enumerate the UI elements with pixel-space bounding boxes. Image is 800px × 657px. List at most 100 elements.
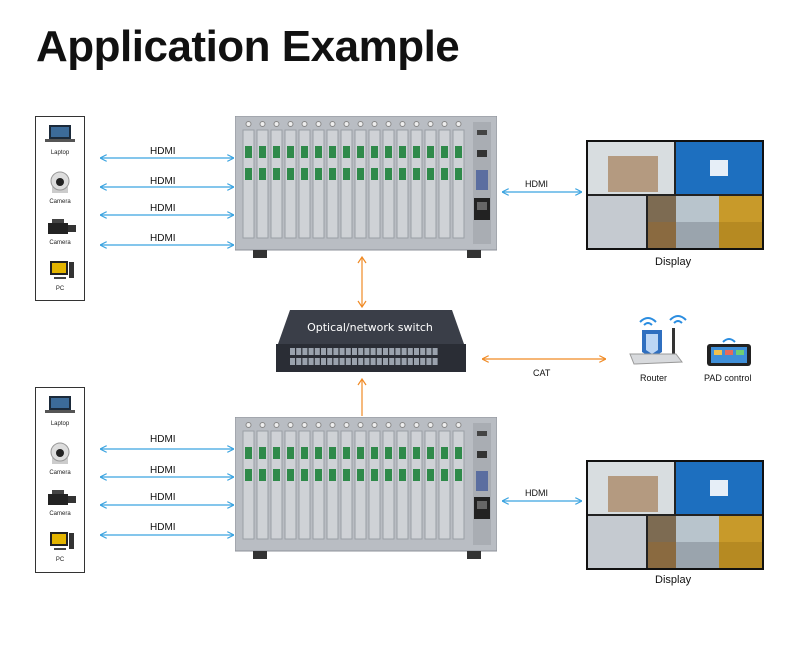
switch-port [395, 348, 401, 355]
fiber-arrow-bottom [357, 378, 367, 416]
switch-port [364, 348, 370, 355]
io-card [354, 129, 367, 239]
video-wall-display-top [586, 140, 764, 250]
network-switch [276, 310, 466, 372]
hdmi-arrows-bottom [100, 432, 234, 552]
hdmi-port [371, 469, 378, 481]
hdmi-port [413, 447, 420, 459]
screw [343, 422, 350, 428]
switch-port [345, 358, 351, 365]
io-card [340, 430, 353, 540]
hdmi-port [441, 469, 448, 481]
switch-port [432, 358, 438, 365]
hdmi-port [385, 168, 392, 180]
switch-port [401, 348, 407, 355]
screw [315, 121, 322, 127]
source-label: PC [55, 557, 65, 563]
io-card [256, 430, 269, 540]
hdmi-port [455, 168, 462, 180]
matrix-chassis-bottom [235, 417, 497, 559]
switch-port [389, 348, 395, 355]
hdmi-port [315, 469, 322, 481]
io-card [242, 129, 255, 239]
switch-port [383, 348, 388, 355]
switch-port [414, 348, 419, 355]
switch-port [352, 358, 357, 365]
cat-label: CAT [533, 368, 551, 378]
screw [385, 121, 392, 127]
io-card [410, 129, 423, 239]
hdmi-port [245, 146, 252, 158]
switch-port [426, 358, 432, 365]
camcorder-icon [36, 217, 84, 244]
hdmi-port [301, 168, 308, 180]
hdmi-port [259, 168, 266, 180]
hdmi-port [259, 146, 266, 158]
tablet-icon [707, 338, 751, 366]
io-card [270, 129, 283, 239]
screw [301, 422, 308, 428]
switch-port [327, 348, 333, 355]
io-card [438, 129, 451, 239]
router-icon [629, 315, 687, 365]
hdmi-port [385, 469, 392, 481]
hdmi-port [357, 146, 364, 158]
switch-port [321, 348, 326, 355]
matrix-chassis-top [235, 116, 497, 258]
camcorder-icon [36, 488, 84, 515]
io-card [312, 430, 325, 540]
screw [399, 422, 406, 428]
hdmi-port [357, 469, 364, 481]
fiber-arrow-top [357, 256, 367, 308]
hdmi-label: HDMI [150, 492, 176, 503]
hdmi-port [455, 146, 462, 158]
switch-port [414, 358, 419, 365]
hdmi-port [329, 469, 336, 481]
hdmi-port [259, 447, 266, 459]
hdmi-port [315, 447, 322, 459]
hdmi-port [329, 447, 336, 459]
hdmi-port [399, 168, 406, 180]
io-card [270, 430, 283, 540]
camera-icon [36, 440, 84, 471]
io-card [396, 129, 409, 239]
display-label: Display [655, 574, 692, 586]
screw [301, 121, 308, 127]
switch-port [302, 358, 308, 365]
hdmi-port [273, 469, 280, 481]
source-label: Camera [49, 511, 71, 517]
hdmi-arrows-top [100, 140, 234, 260]
pc-icon [36, 259, 84, 288]
source-label: Camera [49, 470, 71, 476]
hdmi-label: HDMI [525, 179, 548, 189]
hdmi-label: HDMI [150, 176, 176, 187]
switch-port [314, 358, 320, 365]
switch-port [358, 358, 364, 365]
hdmi-port [427, 447, 434, 459]
io-card [452, 129, 465, 239]
io-card [242, 430, 255, 540]
screw [343, 121, 350, 127]
switch-port [407, 348, 413, 355]
hdmi-label: HDMI [150, 233, 176, 244]
hdmi-port [273, 168, 280, 180]
source-label: Camera [49, 199, 71, 205]
hdmi-port [329, 168, 336, 180]
io-card [424, 129, 437, 239]
switch-port [383, 358, 388, 365]
hdmi-port [343, 469, 350, 481]
hdmi-port [427, 168, 434, 180]
switch-port [339, 348, 345, 355]
screw [427, 422, 434, 428]
hdmi-port [259, 469, 266, 481]
hdmi-port [343, 168, 350, 180]
hdmi-port [343, 447, 350, 459]
screw [315, 422, 322, 428]
hdmi-port [399, 469, 406, 481]
screw [287, 121, 294, 127]
switch-port [401, 358, 407, 365]
hdmi-port [371, 168, 378, 180]
laptop-icon [36, 123, 84, 150]
hdmi-port [385, 146, 392, 158]
screw [273, 121, 280, 127]
